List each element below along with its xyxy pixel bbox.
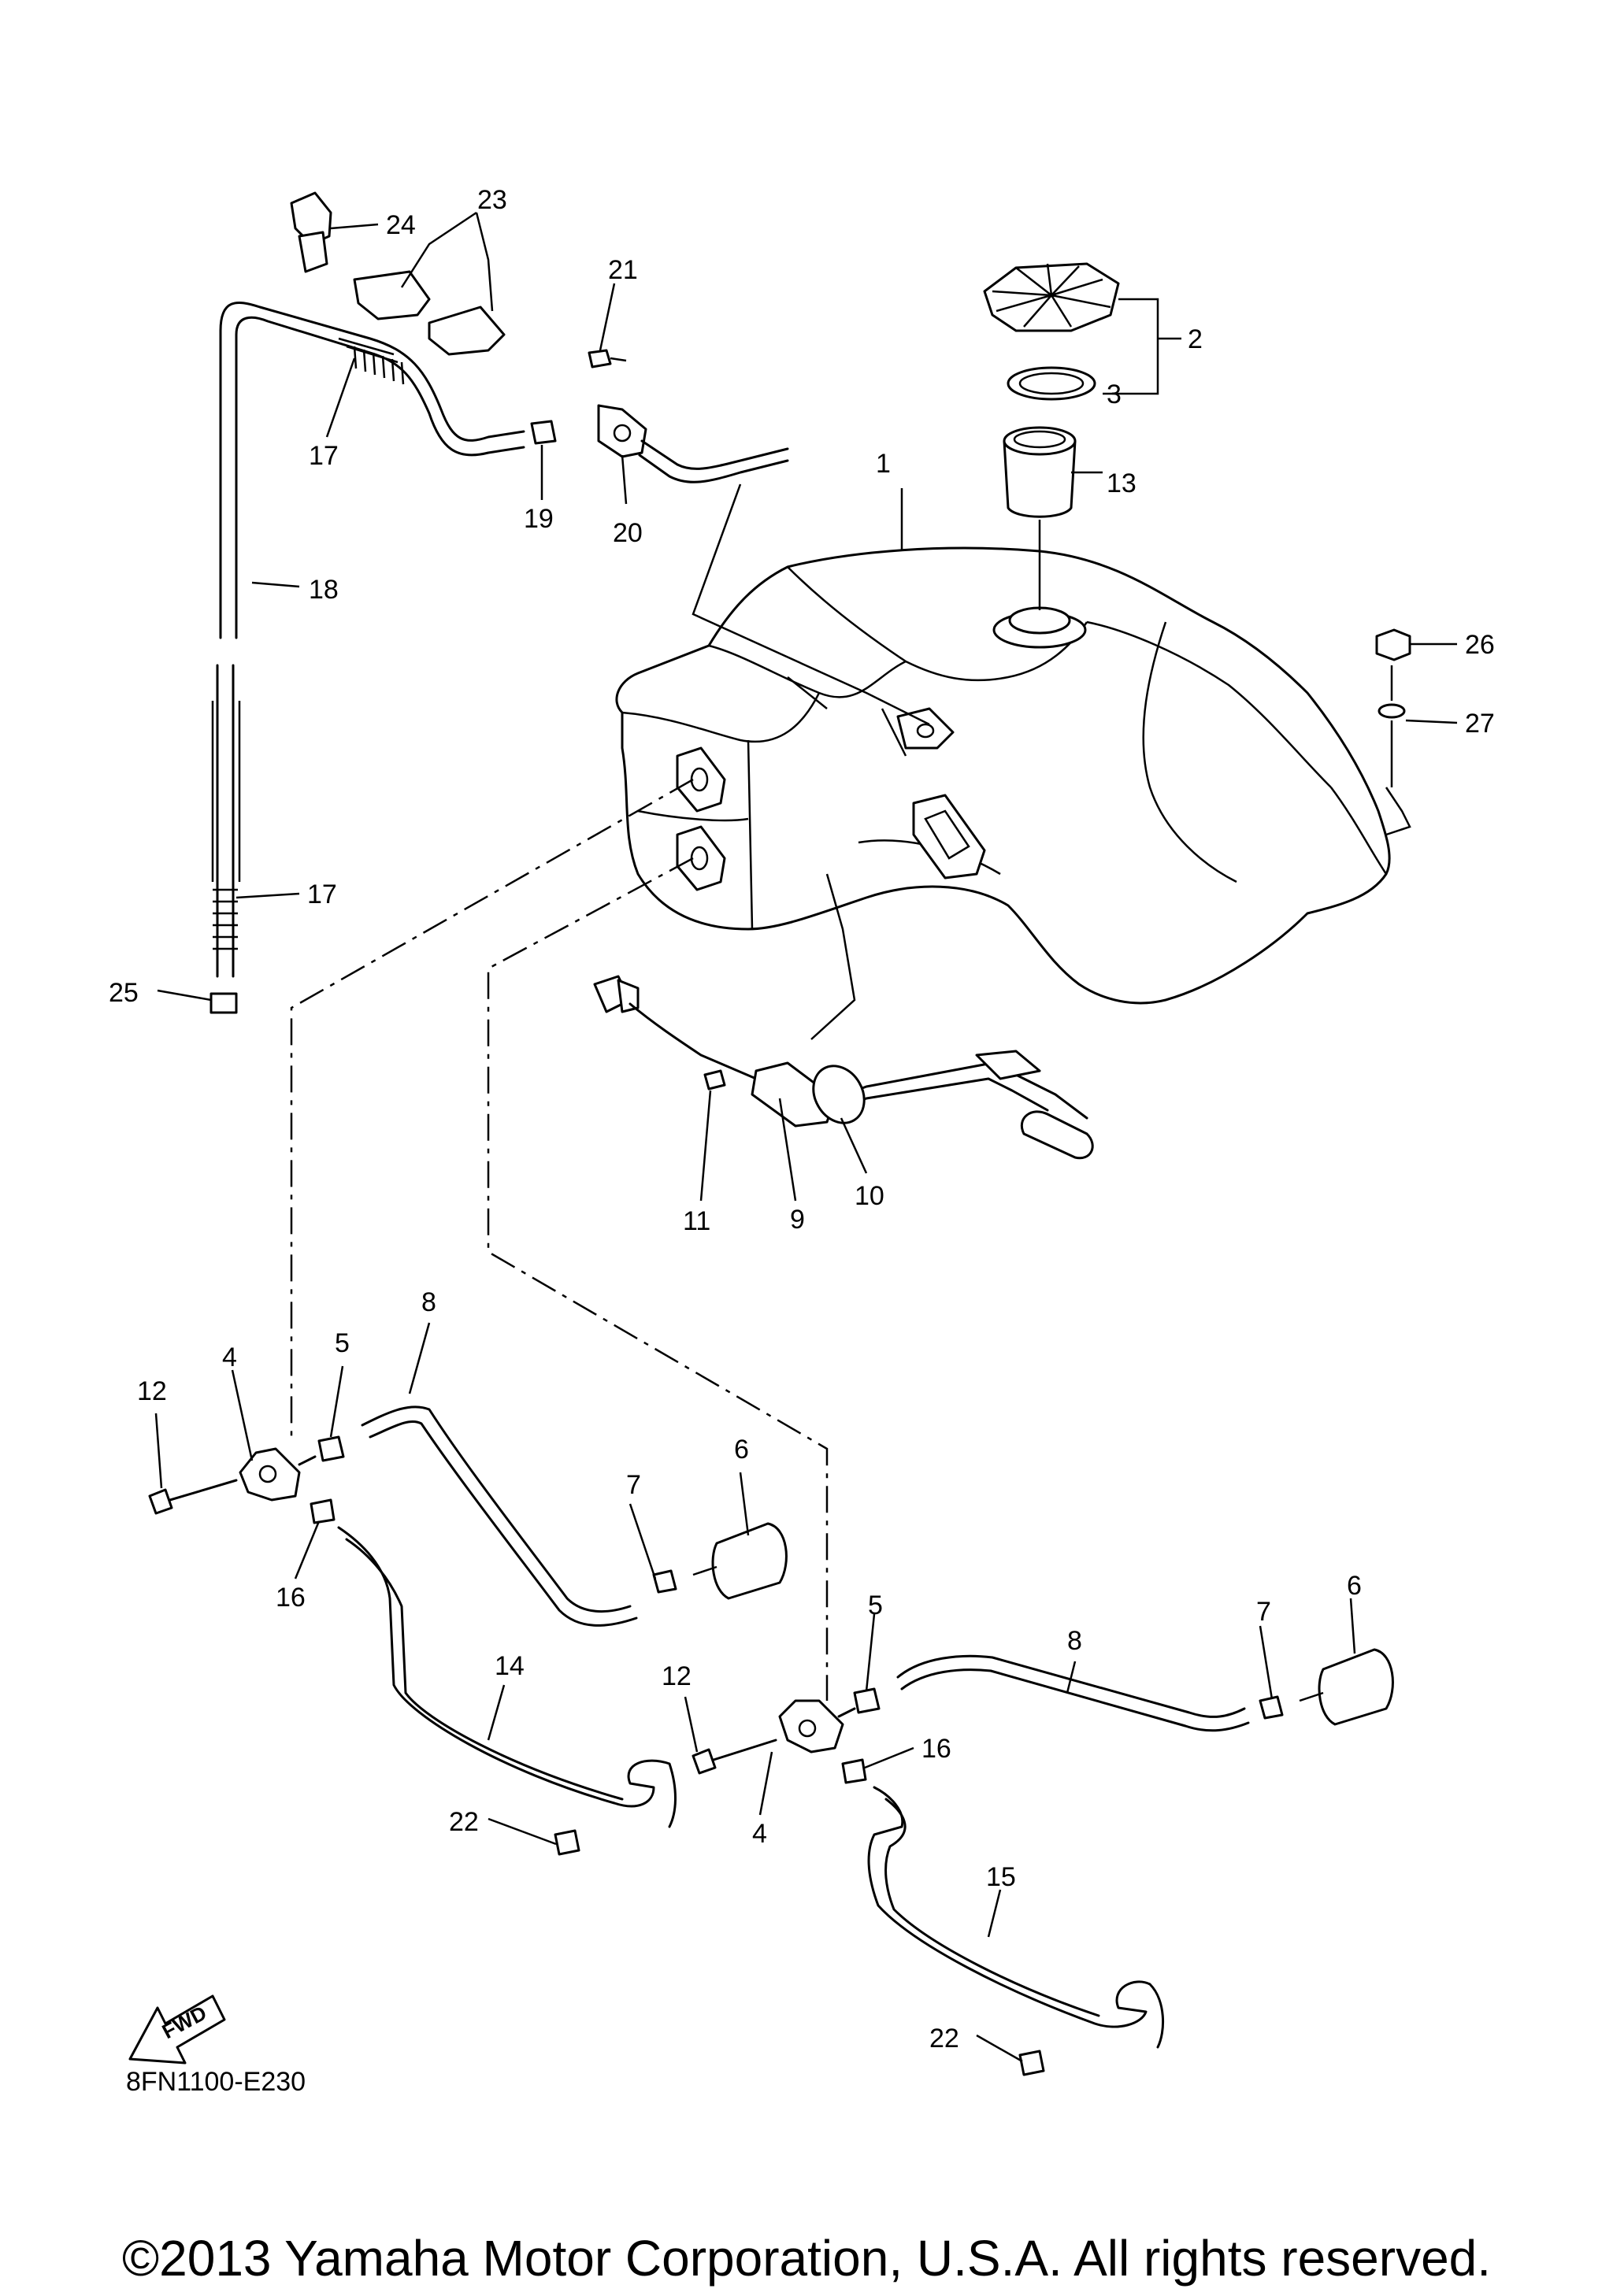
callout-4a: 4 [222, 1342, 237, 1372]
hose-clip-bottom-left[interactable] [554, 1829, 580, 1856]
callout-9: 9 [790, 1205, 805, 1235]
copyright-notice: ©2013 Yamaha Motor Corporation, U.S.A. A… [122, 2230, 1491, 2287]
fuel-filter-right[interactable] [1299, 1648, 1394, 1726]
callout-4b: 4 [752, 1819, 767, 1849]
callout-12b: 12 [662, 1661, 692, 1691]
filler-strainer[interactable] [1003, 426, 1077, 518]
fuel-cock-right[interactable] [778, 1699, 856, 1753]
callout-6a: 6 [734, 1435, 749, 1465]
callout-19: 19 [524, 504, 554, 534]
joint-right[interactable] [853, 1687, 881, 1714]
callout-24: 24 [386, 210, 416, 240]
sender-unit[interactable] [593, 975, 1094, 1160]
hose-clip-bottom-right[interactable] [1018, 2050, 1045, 2076]
breather-hose-lower[interactable] [211, 664, 241, 978]
fuel-cock-left[interactable] [239, 1447, 317, 1502]
callout-26: 26 [1465, 630, 1495, 660]
joint-left[interactable] [317, 1435, 345, 1462]
callout-22a: 22 [449, 1807, 479, 1837]
bolt-right[interactable] [692, 1739, 777, 1775]
callout-21: 21 [608, 255, 638, 285]
assembly-lines [290, 483, 930, 1701]
hose-clip-right[interactable] [1259, 1695, 1284, 1720]
fuel-filter-left[interactable] [692, 1522, 788, 1600]
callout-15: 15 [986, 1862, 1016, 1892]
callout-1: 1 [876, 449, 891, 479]
callout-12a: 12 [137, 1376, 167, 1406]
sender-screw[interactable] [703, 1069, 726, 1091]
callout-7a: 7 [626, 1470, 641, 1500]
callout-5a: 5 [335, 1328, 350, 1358]
callout-3: 3 [1107, 380, 1122, 409]
screw[interactable] [588, 349, 627, 368]
callout-10: 10 [855, 1181, 884, 1211]
callout-2: 2 [1188, 324, 1203, 354]
callout-27: 27 [1465, 709, 1495, 739]
hose-clamp-upper[interactable] [290, 191, 332, 273]
nut[interactable] [1375, 628, 1411, 661]
hose-clip-left[interactable] [652, 1569, 677, 1594]
callout-18: 18 [309, 575, 339, 605]
callout-14: 14 [495, 1651, 525, 1681]
diagram-code: 8FN1100-E230 [126, 2067, 306, 2097]
callout-numbers: 1 2 3 4 4 5 5 6 6 7 7 8 8 9 10 11 12 12 … [109, 185, 1495, 2053]
callout-17b: 17 [307, 880, 337, 909]
callout-8a: 8 [421, 1287, 436, 1317]
fuel-cap[interactable] [983, 262, 1120, 332]
vent-fitting[interactable] [597, 404, 789, 483]
callout-23: 23 [477, 185, 507, 215]
callout-25: 25 [109, 978, 139, 1008]
washer[interactable] [1378, 703, 1406, 719]
fuel-hose-outlet-right[interactable] [867, 1786, 1165, 2049]
callout-5b: 5 [868, 1591, 883, 1620]
callout-6b: 6 [1347, 1571, 1362, 1601]
callout-7b: 7 [1256, 1597, 1271, 1627]
callout-16a: 16 [276, 1583, 306, 1613]
callout-22b: 22 [929, 2024, 959, 2053]
leader-lines [154, 211, 1458, 2063]
sender-gasket[interactable] [803, 1057, 874, 1132]
callout-8b: 8 [1067, 1626, 1082, 1656]
clamp-right[interactable] [841, 1758, 867, 1784]
clamp-left[interactable] [310, 1498, 336, 1524]
breather-hose-upper[interactable] [219, 302, 525, 639]
fuel-hose-right[interactable] [896, 1654, 1250, 1732]
hose-holder-pair[interactable] [353, 270, 506, 356]
fwd-arrow-icon: FWD [128, 1994, 226, 2065]
callout-11: 11 [683, 1206, 710, 1236]
callout-17a: 17 [309, 441, 339, 471]
fuel-hose-left[interactable] [361, 1405, 638, 1627]
fuel-hose-outlet-left[interactable] [337, 1526, 677, 1828]
callout-13: 13 [1107, 468, 1137, 498]
fuel-tank[interactable] [615, 546, 1411, 1005]
fuel-cap-gasket[interactable] [1007, 366, 1096, 401]
bolt-left[interactable] [148, 1479, 238, 1515]
hose-clip[interactable] [210, 992, 238, 1014]
callout-20: 20 [613, 518, 643, 548]
callout-16b: 16 [921, 1734, 951, 1764]
hose-joint[interactable] [530, 420, 557, 445]
